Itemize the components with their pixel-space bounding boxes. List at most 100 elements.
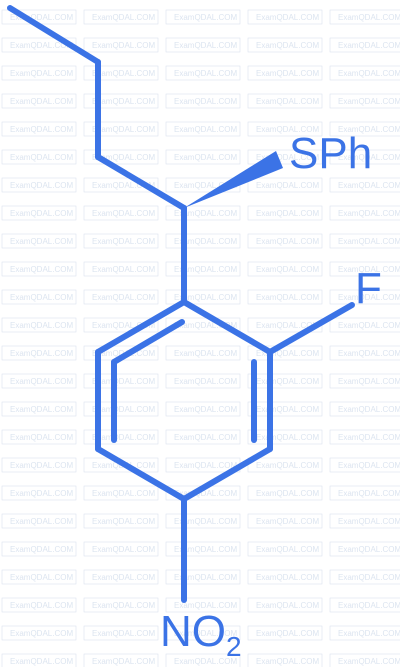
watermark-text: ExamQDAL.COM xyxy=(92,657,155,666)
watermark-text: ExamQDAL.COM xyxy=(92,13,155,22)
watermark-box xyxy=(83,37,159,53)
watermark-text: ExamQDAL.COM xyxy=(338,433,400,442)
sph-label: SPh xyxy=(289,129,372,178)
watermark-box xyxy=(83,149,159,165)
watermark-box xyxy=(247,485,323,501)
watermark-box xyxy=(329,625,400,641)
watermark-text: ExamQDAL.COM xyxy=(174,153,237,162)
watermark-text: ExamQDAL.COM xyxy=(10,573,73,582)
watermark-box xyxy=(1,177,77,193)
watermark-box xyxy=(247,205,323,221)
watermark-box xyxy=(83,401,159,417)
watermark-text: ExamQDAL.COM xyxy=(256,405,319,414)
watermark-text: ExamQDAL.COM xyxy=(174,405,237,414)
watermark-box xyxy=(1,65,77,81)
watermark-box xyxy=(247,261,323,277)
watermark-text: ExamQDAL.COM xyxy=(174,125,237,134)
watermark-text: ExamQDAL.COM xyxy=(10,125,73,134)
watermark-box xyxy=(165,541,241,557)
watermark-box xyxy=(247,373,323,389)
watermark-text: ExamQDAL.COM xyxy=(92,517,155,526)
watermark-box xyxy=(329,37,400,53)
watermark-text: ExamQDAL.COM xyxy=(338,209,400,218)
watermark-box xyxy=(83,177,159,193)
watermark-box xyxy=(329,597,400,613)
watermark-box xyxy=(1,401,77,417)
watermark-box xyxy=(165,9,241,25)
watermark-text: ExamQDAL.COM xyxy=(174,209,237,218)
watermark-box xyxy=(329,401,400,417)
watermark-box xyxy=(165,401,241,417)
watermark-box xyxy=(83,457,159,473)
watermark-box xyxy=(1,205,77,221)
watermark-text: ExamQDAL.COM xyxy=(256,657,319,666)
watermark-box xyxy=(165,37,241,53)
watermark-box xyxy=(83,513,159,529)
watermark-box xyxy=(329,653,400,667)
watermark-text: ExamQDAL.COM xyxy=(256,265,319,274)
watermark-text: ExamQDAL.COM xyxy=(174,489,237,498)
watermark-box xyxy=(247,9,323,25)
watermark-text: ExamQDAL.COM xyxy=(174,41,237,50)
watermark-text: ExamQDAL.COM xyxy=(338,545,400,554)
watermark-text: ExamQDAL.COM xyxy=(92,41,155,50)
watermark-box xyxy=(329,205,400,221)
watermark-box xyxy=(83,597,159,613)
watermark-box xyxy=(83,65,159,81)
watermark-box xyxy=(329,317,400,333)
watermark-box xyxy=(165,653,241,667)
watermark-box xyxy=(83,429,159,445)
watermark-box xyxy=(329,513,400,529)
watermark-box xyxy=(329,93,400,109)
ring-bond-c3-c4 xyxy=(181,446,273,502)
atom-labels: SPh F NO2 xyxy=(160,129,382,662)
ring-double-bond-inner-top-left xyxy=(111,319,185,365)
watermark-text: ExamQDAL.COM xyxy=(92,69,155,78)
watermark-text: ExamQDAL.COM xyxy=(10,349,73,358)
watermark-text: ExamQDAL.COM xyxy=(256,349,319,358)
watermark-text: ExamQDAL.COM xyxy=(338,601,400,610)
watermark-text: ExamQDAL.COM xyxy=(10,545,73,554)
watermark-text: ExamQDAL.COM xyxy=(174,545,237,554)
watermark-text: ExamQDAL.COM xyxy=(92,405,155,414)
watermark-box xyxy=(1,457,77,473)
watermark-text: ExamQDAL.COM xyxy=(174,433,237,442)
watermark-text: ExamQDAL.COM xyxy=(256,237,319,246)
watermark-text: ExamQDAL.COM xyxy=(338,41,400,50)
nitro-label: NO2 xyxy=(160,607,242,662)
watermark-box xyxy=(329,121,400,137)
watermark-text: ExamQDAL.COM xyxy=(338,69,400,78)
watermark-text: ExamQDAL.COM xyxy=(338,657,400,666)
watermark-text: ExamQDAL.COM xyxy=(10,601,73,610)
watermark-text: ExamQDAL.COM xyxy=(92,125,155,134)
watermark-text: ExamQDAL.COM xyxy=(174,657,237,666)
ring-bond-c6-c1 xyxy=(95,299,187,355)
watermark-box xyxy=(329,345,400,361)
watermark-text: ExamQDAL.COM xyxy=(174,181,237,190)
watermark-box xyxy=(165,121,241,137)
watermark-box xyxy=(1,121,77,137)
watermark-text: ExamQDAL.COM xyxy=(10,433,73,442)
watermark-box xyxy=(329,541,400,557)
watermark-text: ExamQDAL.COM xyxy=(10,209,73,218)
watermark-box xyxy=(247,289,323,305)
watermark-text: ExamQDAL.COM xyxy=(10,69,73,78)
watermark-text: ExamQDAL.COM xyxy=(338,629,400,638)
watermark-text: ExamQDAL.COM xyxy=(10,629,73,638)
watermark-text: ExamQDAL.COM xyxy=(256,97,319,106)
watermark-box xyxy=(83,233,159,249)
watermark-box xyxy=(329,569,400,585)
watermark-text: ExamQDAL.COM xyxy=(174,377,237,386)
ring-bond-c1-c2 xyxy=(181,299,273,355)
watermark-box xyxy=(247,37,323,53)
watermark-text: ExamQDAL.COM xyxy=(338,405,400,414)
bond-ethyl-terminal xyxy=(7,5,101,65)
watermark-text: ExamQDAL.COM xyxy=(92,489,155,498)
watermark-box xyxy=(247,541,323,557)
watermark-box xyxy=(165,597,241,613)
watermark-text: ExamQDAL.COM xyxy=(10,517,73,526)
watermark-text: ExamQDAL.COM xyxy=(10,237,73,246)
stereo-wedge-bond xyxy=(184,151,283,208)
watermark-box xyxy=(1,317,77,333)
